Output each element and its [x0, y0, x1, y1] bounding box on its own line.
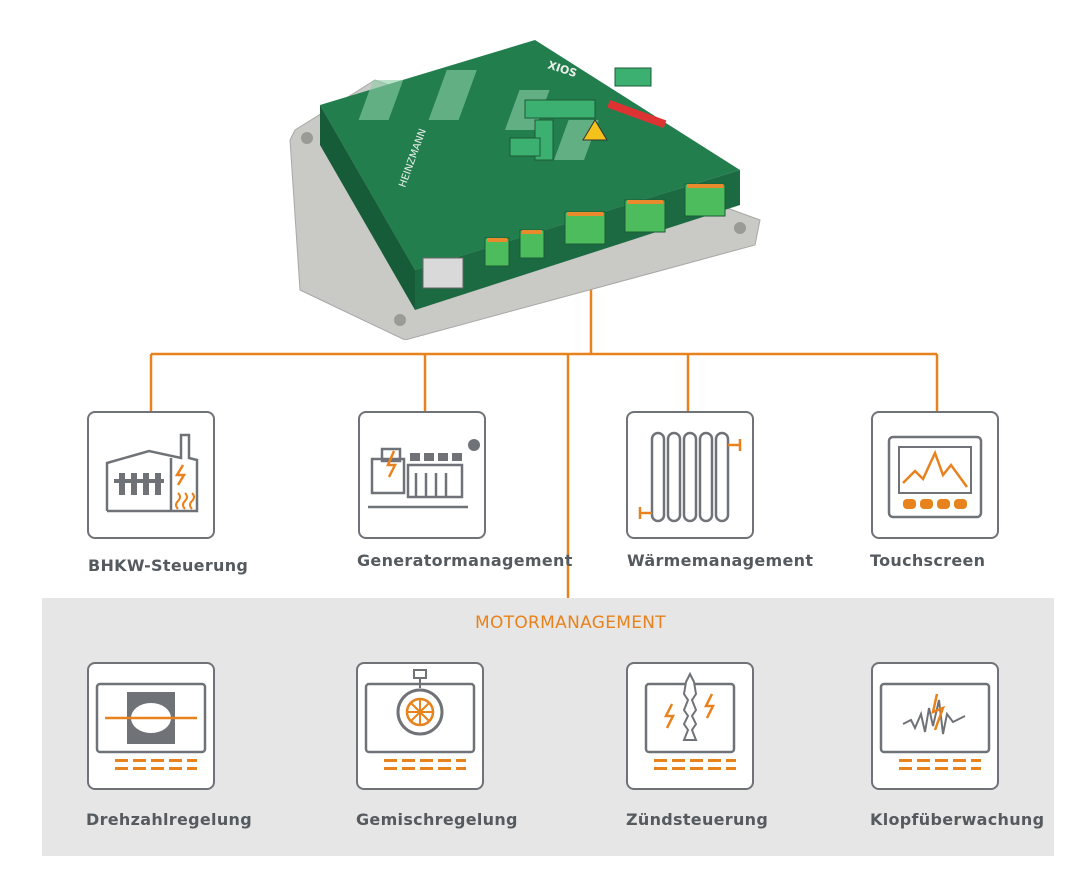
ignition-control-tile[interactable]: [626, 662, 754, 790]
touchscreen-icon: [887, 435, 983, 519]
radiator-icon: [638, 431, 742, 523]
generator-management-label: Generatormanagement: [357, 551, 573, 570]
chp-plant-icon: [105, 433, 199, 513]
heat-management-tile[interactable]: [626, 411, 754, 539]
mixture-control-tile[interactable]: [356, 662, 484, 790]
controller-board-image: HEINZMANN XIOS: [289, 40, 761, 340]
touchscreen-label: Touchscreen: [870, 551, 986, 570]
knock-monitoring-tile[interactable]: [871, 662, 999, 790]
ignition-control-label: Zündsteuerung: [626, 810, 769, 829]
spark-plug-icon: [644, 671, 736, 770]
generator-management-tile[interactable]: [358, 411, 486, 539]
mixer-icon: [364, 669, 476, 770]
chp-control-label: BHKW-Steuerung: [88, 556, 249, 575]
knock-signal-icon: [879, 682, 991, 770]
speed-control-tile[interactable]: [87, 662, 215, 790]
knock-monitoring-label: Klopfüberwachung: [870, 810, 1045, 829]
chp-control-tile[interactable]: [87, 411, 215, 539]
generator-engine-icon: [368, 439, 480, 509]
speed-control-label: Drehzahlregelung: [86, 810, 252, 829]
touchscreen-tile[interactable]: [871, 411, 999, 539]
heat-management-label: Wärmemanagement: [627, 551, 814, 570]
motor-management-title: MOTORMANAGEMENT: [475, 613, 666, 633]
mixture-control-label: Gemischregelung: [356, 810, 518, 829]
throttle-valve-icon: [95, 682, 207, 770]
